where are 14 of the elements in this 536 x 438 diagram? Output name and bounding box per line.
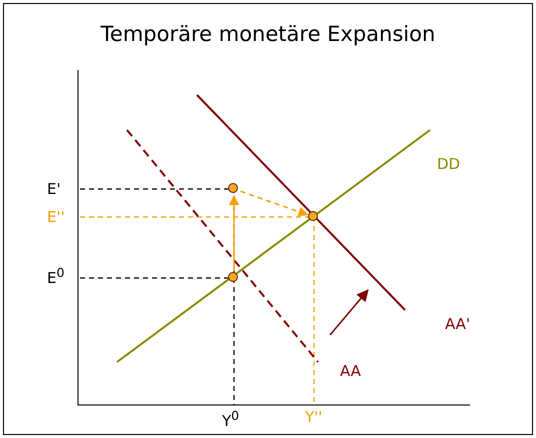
axis-label: AA xyxy=(340,362,361,380)
axis-label: E'' xyxy=(47,208,65,226)
equilibrium-point xyxy=(308,211,318,221)
axis-label: Y$^{0}$ xyxy=(222,408,240,430)
arrow xyxy=(229,195,239,271)
axis-label: Y'' xyxy=(305,408,322,426)
equilibrium-point xyxy=(228,183,238,193)
axis-label: AA' xyxy=(445,315,470,333)
axis-label: DD xyxy=(437,155,460,173)
axis-label: E$^{0}$ xyxy=(47,265,64,287)
axis-label: E' xyxy=(47,180,61,198)
equilibrium-point xyxy=(228,272,238,282)
arrow xyxy=(240,190,308,216)
chart-title: Temporäre monetäre Expansion xyxy=(100,22,436,46)
